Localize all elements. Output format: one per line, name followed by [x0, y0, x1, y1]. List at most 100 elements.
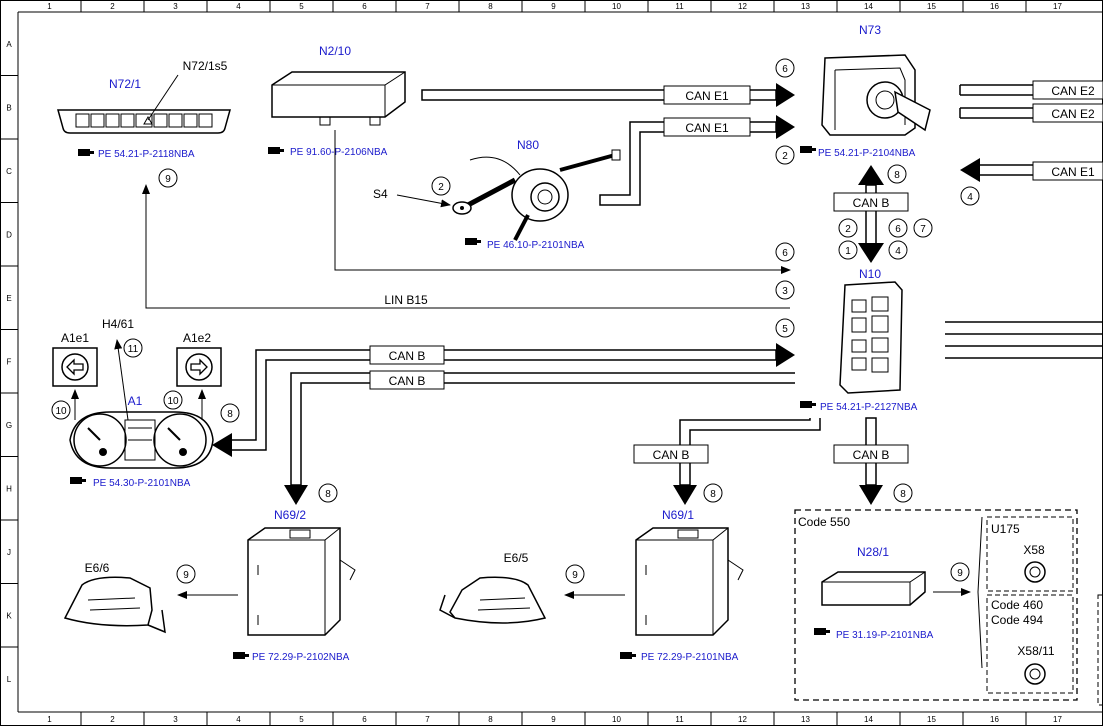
svg-text:CAN B: CAN B [853, 196, 890, 210]
partial-box-right [1097, 594, 1103, 706]
n72-1-ref-link[interactable]: PE 54.21-P-2118NBA [78, 149, 195, 160]
svg-text:2: 2 [845, 224, 851, 235]
svg-text:9: 9 [165, 174, 171, 185]
n69-2-ref-link[interactable]: PE 72.29-P-2102NBA [233, 652, 350, 663]
code-460-494-box [986, 594, 1074, 694]
n73-ref: PE 54.21-P-2104NBA [818, 148, 916, 159]
n10-ref: PE 54.21-P-2127NBA [820, 402, 918, 413]
callout-8-c: 8 [318, 483, 338, 503]
n73-label: N73 [859, 23, 881, 37]
code-brace [977, 516, 983, 669]
a1-ref-link[interactable]: PE 54.30-P-2101NBA [70, 477, 191, 489]
a1e1-label: A1e1 [61, 331, 89, 345]
x58-11-label: X58/11 [1017, 644, 1054, 658]
n69-1-ref: PE 72.29-P-2101NBA [641, 652, 739, 663]
n10-right-lines [945, 321, 1103, 359]
callout-3: 3 [775, 280, 795, 300]
svg-text:3: 3 [782, 286, 788, 297]
can-b-label-vertical: CAN B [833, 192, 909, 212]
e6-6-label: E6/6 [85, 561, 110, 575]
callout-7: 7 [913, 218, 933, 238]
n28-1-ref-link[interactable]: PE 31.19-P-2101NBA [814, 628, 934, 641]
a1-label: A1 [128, 394, 143, 408]
grid-row-E: E [6, 294, 11, 303]
svg-text:CAN E2: CAN E2 [1051, 107, 1095, 121]
can-e1-line-lower [599, 115, 795, 206]
svg-text:6: 6 [782, 64, 788, 75]
code-550-label: Code 550 [798, 515, 850, 529]
hand-pointer-icon [233, 652, 249, 659]
grid-col-bottom-12: 12 [738, 715, 747, 724]
s4-label: S4 [373, 187, 388, 201]
grid-col-top-12: 12 [738, 2, 747, 11]
e6-5-mirror [439, 576, 547, 624]
n69-1-ref-link[interactable]: PE 72.29-P-2101NBA [620, 652, 739, 663]
code-494-label: Code 494 [991, 613, 1043, 627]
svg-text:CAN E1: CAN E1 [685, 121, 729, 135]
callout-9-a: 9 [158, 168, 178, 188]
grid-col-bottom-5: 5 [299, 715, 304, 724]
grid-col-bottom-11: 11 [675, 715, 684, 724]
x58-11-connector [1024, 663, 1046, 685]
h4-61-arrow [114, 339, 129, 421]
callout-9-d: 9 [950, 562, 970, 582]
svg-text:9: 9 [572, 570, 578, 581]
grid-row-F: F [7, 357, 12, 366]
n10-sam-module [839, 281, 903, 394]
n80-ref-link[interactable]: PE 46.10-P-2101NBA [465, 238, 585, 251]
svg-text:11: 11 [128, 344, 139, 355]
x58-label: X58 [1023, 543, 1045, 557]
grid-col-top-8: 8 [488, 2, 493, 11]
grid-col-bottom-14: 14 [864, 715, 873, 724]
n69-2-ref: PE 72.29-P-2102NBA [252, 652, 350, 663]
n2-10-module [271, 71, 406, 126]
svg-text:CAN B: CAN B [389, 349, 426, 363]
n73-ref-link[interactable]: PE 54.21-P-2104NBA [800, 146, 916, 159]
grid-marks: 1122334455667788991010111112121313141415… [0, 0, 1062, 726]
n72-1-ref: PE 54.21-P-2118NBA [98, 149, 195, 160]
svg-text:CAN E1: CAN E1 [1051, 165, 1095, 179]
svg-text:CAN B: CAN B [653, 448, 690, 462]
callout-8-b: 8 [220, 403, 240, 423]
svg-text:9: 9 [183, 570, 189, 581]
svg-text:8: 8 [900, 489, 906, 500]
n2-10-label: N2/10 [319, 44, 351, 58]
grid-col-bottom-1: 1 [47, 715, 52, 724]
grid-col-bottom-2: 2 [110, 715, 115, 724]
hand-pointer-icon [620, 652, 636, 659]
hand-pointer-icon [465, 238, 481, 245]
arrow-right-icon [190, 358, 208, 376]
n69-2-label: N69/2 [274, 508, 306, 522]
grid-col-top-10: 10 [612, 2, 621, 11]
lin-b15-label: LIN B15 [384, 293, 428, 307]
n10-ref-link[interactable]: PE 54.21-P-2127NBA [800, 401, 918, 413]
n72-1-switch-panel [57, 74, 231, 134]
callout-6-b: 6 [888, 218, 908, 238]
can-b-to-n69-1 [673, 418, 821, 505]
n2-10-ref-link[interactable]: PE 91.60-P-2106NBA [268, 147, 388, 158]
grid-row-B: B [6, 103, 11, 112]
callout-6-c: 6 [775, 242, 795, 262]
callout-11: 11 [123, 338, 143, 358]
callout-10-b: 10 [163, 390, 183, 410]
grid-col-top-9: 9 [551, 2, 556, 11]
callout-10-a: 10 [51, 400, 71, 420]
n80-ref: PE 46.10-P-2101NBA [487, 240, 585, 251]
callout-8-a: 8 [887, 164, 907, 184]
svg-text:4: 4 [967, 192, 973, 203]
n72-1-label: N72/1 [109, 77, 141, 91]
svg-text:6: 6 [895, 224, 901, 235]
grid-col-bottom-4: 4 [236, 715, 241, 724]
grid-col-top-6: 6 [362, 2, 367, 11]
svg-text:9: 9 [957, 568, 963, 579]
svg-text:10: 10 [167, 396, 179, 407]
svg-text:8: 8 [710, 489, 716, 500]
lin-b15-line [142, 184, 790, 309]
svg-text:2: 2 [782, 151, 788, 162]
a1-instrument-cluster [69, 411, 214, 469]
grid-col-top-2: 2 [110, 2, 115, 11]
grid-col-top-4: 4 [236, 2, 241, 11]
callout-9-c: 9 [565, 564, 585, 584]
svg-text:4: 4 [895, 246, 901, 257]
